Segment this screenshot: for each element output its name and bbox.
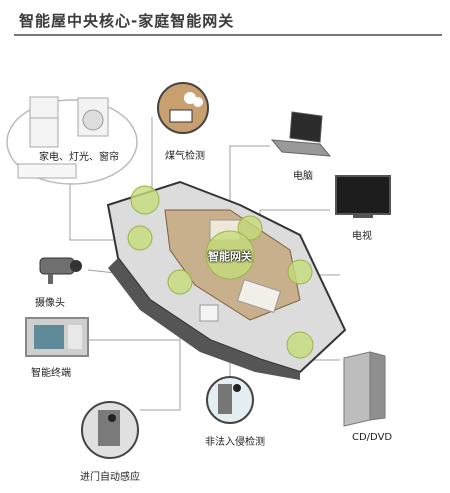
terminal-icon [25,317,89,357]
camera-icon [39,257,82,284]
appliances-illustration [6,96,138,185]
label-dvd: CD/DVD [352,432,393,443]
label-intrusion: 非法入侵检测 [205,437,265,448]
label-terminal: 智能终端 [31,368,71,379]
door-sensor-icon [81,401,139,459]
node-laptop [237,215,263,241]
label-camera: 摄像头 [35,298,65,309]
dvd-player-icon [343,351,386,427]
gateway-label: 智能网关 [208,250,252,263]
node-gateway [205,230,255,280]
gas-detection-icon [157,82,209,134]
label-door: 进门自动感应 [80,472,140,483]
sensor-nodes [127,185,314,359]
label-tv: 电视 [352,231,372,242]
connector-laptop [229,145,270,210]
node-dvd [286,331,314,359]
laptop-icon [270,111,332,157]
title-divider [14,34,442,36]
tv-icon [335,175,391,218]
node-tv [287,259,313,285]
label-laptop: 电脑 [293,171,313,182]
node-camera [167,269,193,295]
label-gas: 煤气检测 [165,151,205,162]
intrusion-detection-icon [206,376,254,424]
page-title: 智能屋中央核心-家庭智能网关 [19,12,235,30]
node-gas [130,185,160,215]
node-appliances [127,225,153,251]
label-appliances: 家电、灯光、窗帘 [39,152,119,163]
